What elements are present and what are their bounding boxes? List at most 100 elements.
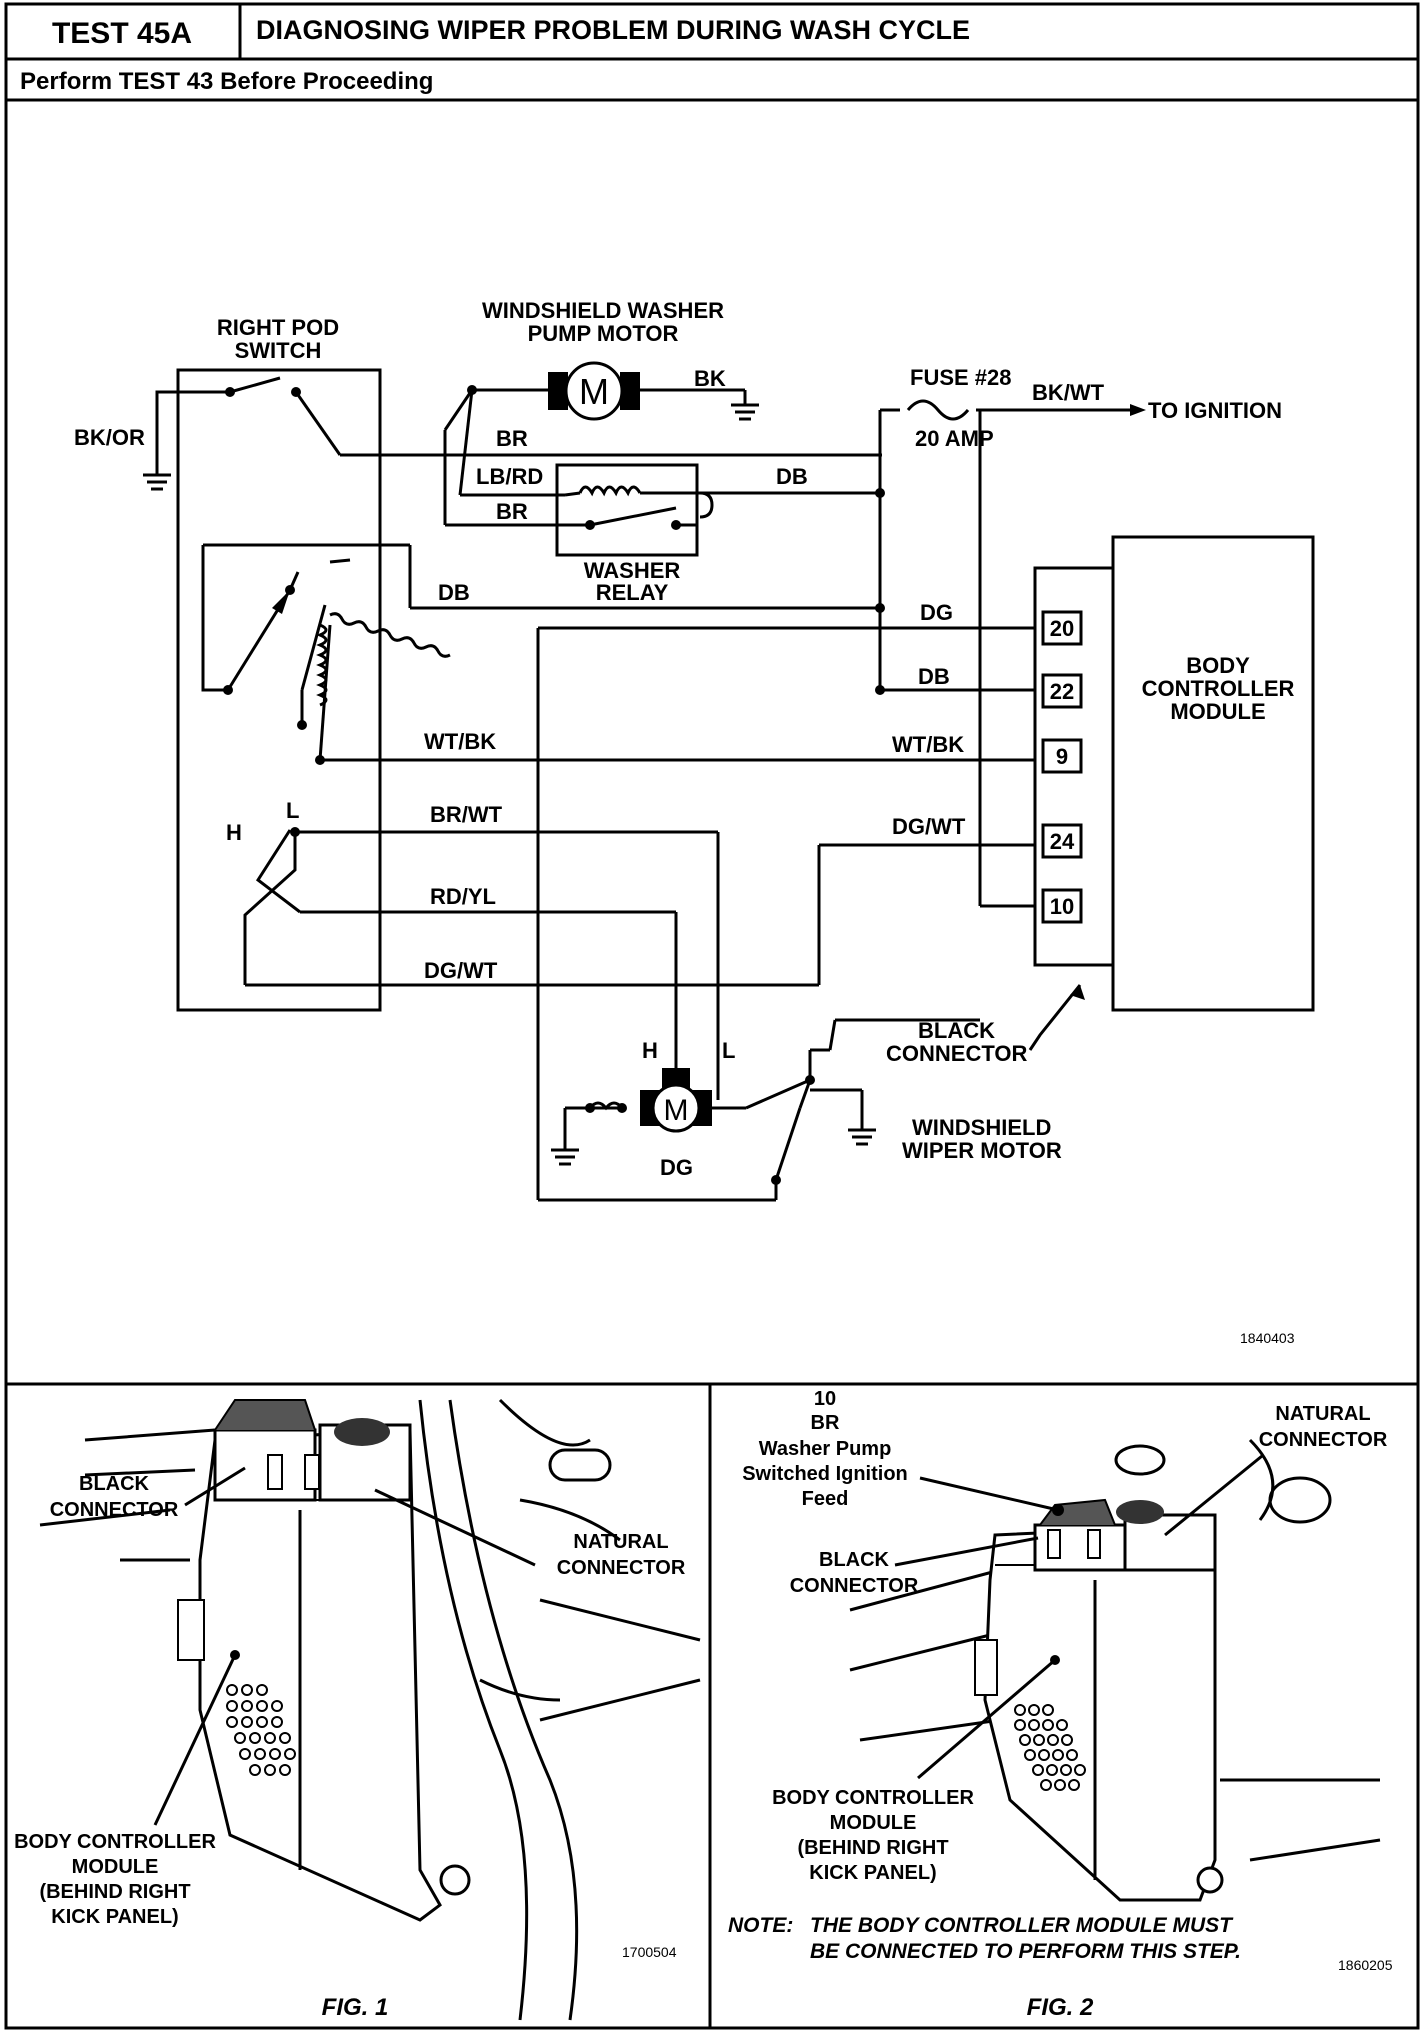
pin-10: 10 bbox=[1050, 894, 1074, 919]
fig1-bcm-label-4: KICK PANEL) bbox=[51, 1906, 178, 1928]
schematic-lines bbox=[155, 368, 1315, 1202]
test-id: TEST 45A bbox=[52, 17, 192, 50]
figure-id: 1840403 bbox=[1240, 1330, 1295, 1346]
fig2-bcm-label-4: KICK PANEL) bbox=[809, 1862, 936, 1884]
wire-bk-or: BK/OR bbox=[74, 425, 145, 450]
fig2-figure-id: 1860205 bbox=[1338, 1957, 1393, 1973]
bcm-pins bbox=[1041, 610, 1083, 924]
ground-symbols bbox=[143, 390, 876, 1166]
body-controller-module-box bbox=[1111, 535, 1315, 1012]
pin-22: 22 bbox=[1050, 679, 1074, 704]
fig1-bcm-label-2: MODULE bbox=[72, 1856, 159, 1878]
fig2-black-connector-label: BLACK bbox=[819, 1549, 890, 1571]
washer-relay-label: WASHER bbox=[584, 558, 681, 583]
fig2-bcm-label-2: MODULE bbox=[830, 1812, 917, 1834]
fig2-feed-wire: BR bbox=[811, 1412, 840, 1434]
fig1-bcm-label: BODY CONTROLLER bbox=[14, 1831, 216, 1853]
fig2-feed-label-1: Washer Pump bbox=[759, 1438, 892, 1460]
fig2-caption: FIG. 2 bbox=[1027, 1994, 1094, 2021]
pump-motor-m: M bbox=[579, 371, 609, 412]
page-frame bbox=[4, 2, 1420, 2030]
fig2-note-line-2: BE CONNECTED TO PERFORM THIS STEP. bbox=[810, 1940, 1241, 1963]
wire-wt-bk-right: WT/BK bbox=[892, 732, 964, 757]
switch-l-label: L bbox=[286, 798, 299, 823]
wire-dg: DG bbox=[920, 600, 953, 625]
washer-pump-label-2: PUMP MOTOR bbox=[528, 321, 679, 346]
wire-dg-motor: DG bbox=[660, 1155, 693, 1180]
fig2-bcm-body bbox=[974, 1498, 1224, 1902]
to-ignition-label: TO IGNITION bbox=[1148, 398, 1282, 423]
black-connector-label: BLACK bbox=[918, 1018, 995, 1043]
pin-24: 24 bbox=[1050, 829, 1075, 854]
bcm-label-3: MODULE bbox=[1170, 699, 1265, 724]
wire-bk: BK bbox=[694, 366, 726, 391]
wire-db-22: DB bbox=[918, 664, 950, 689]
wire-br-wt: BR/WT bbox=[430, 802, 503, 827]
wiper-arrow-icon bbox=[272, 590, 290, 614]
fig2-note-label: NOTE: bbox=[728, 1914, 793, 1937]
pin-20: 20 bbox=[1050, 616, 1074, 641]
fig1-bcm-body bbox=[177, 1399, 471, 1922]
ignition-arrow bbox=[1130, 404, 1146, 416]
washer-relay-box bbox=[555, 463, 699, 557]
fig1-black-connector bbox=[213, 1428, 317, 1502]
fig2-leaders bbox=[894, 1454, 1263, 1780]
fig2-feed-pin: 10 bbox=[814, 1388, 836, 1410]
fig1-black-connector-label-2: CONNECTOR bbox=[50, 1499, 179, 1521]
black-connector-label-2: CONNECTOR bbox=[886, 1041, 1027, 1066]
washer-pump-motor-icon bbox=[548, 361, 640, 421]
wire-dg-wt-right: DG/WT bbox=[892, 814, 966, 839]
wire-br-relay: BR bbox=[496, 499, 528, 524]
prerequisite-note: Perform TEST 43 Before Proceeding bbox=[20, 68, 433, 95]
wiper-motor-label: WINDSHIELD bbox=[912, 1115, 1051, 1140]
ground-icon bbox=[731, 390, 759, 421]
motor-h-label: H bbox=[642, 1038, 658, 1063]
wire-wt-bk-left: WT/BK bbox=[424, 729, 496, 754]
wire-lb-rd: LB/RD bbox=[476, 464, 543, 489]
fig1-bcm-label-3: (BEHIND RIGHT bbox=[39, 1881, 190, 1903]
right-pod-switch-label: RIGHT POD bbox=[217, 315, 339, 340]
washer-relay-label-2: RELAY bbox=[596, 580, 669, 605]
wiring-schematic: M M 20 22 9 24 10 RIGHT POD SWITCH WINDS… bbox=[74, 298, 1315, 1346]
fuse-rating: 20 AMP bbox=[915, 426, 994, 451]
washer-pump-label: WINDSHIELD WASHER bbox=[482, 298, 724, 323]
wire-db-switch: DB bbox=[438, 580, 470, 605]
fig2-natural-connector-label: NATURAL bbox=[1275, 1403, 1370, 1425]
fig1-natural-connector-label-2: CONNECTOR bbox=[557, 1557, 686, 1579]
wire-bk-wt: BK/WT bbox=[1032, 380, 1105, 405]
fig2-feed-label-2: Switched Ignition bbox=[742, 1463, 908, 1485]
fig2-natural-connector-label-2: CONNECTOR bbox=[1259, 1429, 1388, 1451]
figure-1-illustration bbox=[39, 1398, 701, 2021]
motor-l-label: L bbox=[722, 1038, 735, 1063]
ground-icon bbox=[143, 470, 171, 491]
figure-2-illustration bbox=[849, 1438, 1381, 1902]
fig1-black-connector-label: BLACK bbox=[79, 1473, 150, 1495]
fig2-bcm-label: BODY CONTROLLER bbox=[772, 1787, 974, 1809]
fig1-natural-connector-label: NATURAL bbox=[573, 1531, 668, 1553]
bcm-label-2: CONTROLLER bbox=[1142, 676, 1295, 701]
ground-icon bbox=[848, 1120, 876, 1146]
pin-9: 9 bbox=[1056, 744, 1068, 769]
fuse-label: FUSE #28 bbox=[910, 365, 1012, 390]
fig2-bcm-label-3: (BEHIND RIGHT bbox=[797, 1837, 948, 1859]
bcm-label-1: BODY bbox=[1186, 653, 1250, 678]
wiper-motor-m: M bbox=[664, 1094, 689, 1127]
wiper-motor-label-2: WIPER MOTOR bbox=[902, 1138, 1062, 1163]
switch-h-label: H bbox=[226, 820, 242, 845]
wiper-motor-icon bbox=[640, 1068, 712, 1133]
fig2-black-connector-label-2: CONNECTOR bbox=[790, 1575, 919, 1597]
wire-dg-wt-left: DG/WT bbox=[424, 958, 498, 983]
wire-br-top: BR bbox=[496, 426, 528, 451]
right-pod-switch-box bbox=[176, 368, 382, 1012]
connector-leader-arrow bbox=[1070, 985, 1085, 1000]
right-pod-switch-label-2: SWITCH bbox=[235, 338, 322, 363]
fig2-feed-label-3: Feed bbox=[802, 1488, 849, 1510]
wire-db-relay: DB bbox=[776, 464, 808, 489]
fig2-note-line-1: THE BODY CONTROLLER MODULE MUST bbox=[810, 1914, 1234, 1937]
junction-dots bbox=[223, 385, 885, 1185]
wire-rd-yl: RD/YL bbox=[430, 884, 496, 909]
fig2-natural-connector bbox=[1123, 1513, 1217, 1572]
page-title: DIAGNOSING WIPER PROBLEM DURING WASH CYC… bbox=[256, 15, 970, 45]
